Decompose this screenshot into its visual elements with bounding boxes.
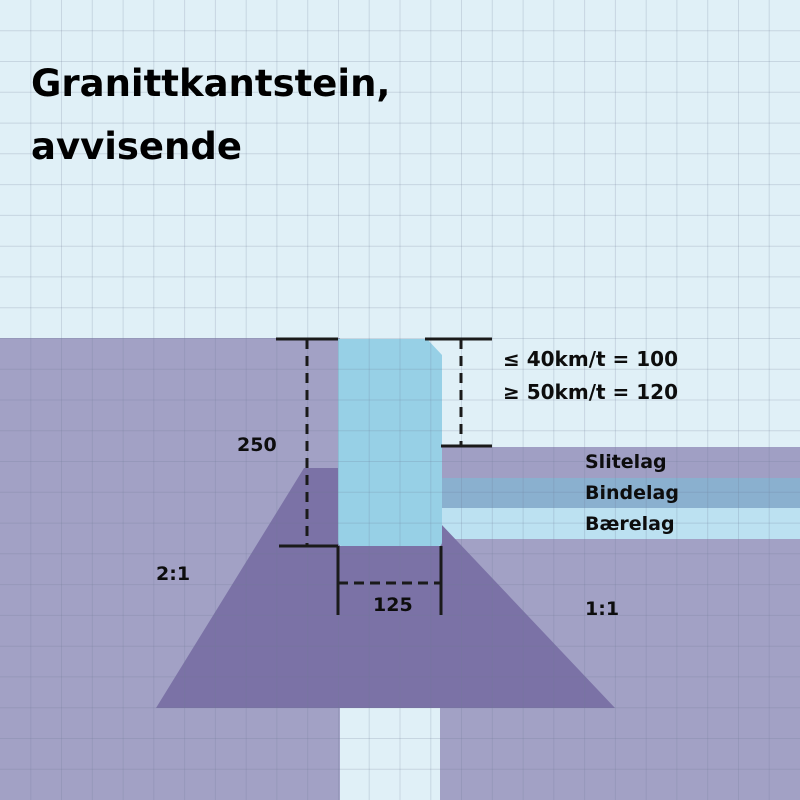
diagram-title: Granittkantstein, avvisende	[31, 52, 390, 178]
label-reveal-low-speed: ≤ 40km/t = 100	[503, 347, 678, 371]
label-layer-bindelag: Bindelag	[585, 482, 679, 504]
concrete-foundation	[156, 468, 615, 708]
label-slope-left: 2:1	[156, 563, 191, 585]
label-layer-baerelag: Bærelag	[585, 513, 675, 535]
granite-curb	[338, 339, 442, 546]
label-curb-width: 125	[373, 594, 413, 616]
label-curb-height: 250	[237, 434, 277, 456]
title-line-2: avvisende	[31, 125, 242, 168]
dimension-reveal	[425, 337, 492, 448]
label-slope-right: 1:1	[585, 598, 620, 620]
layer-slitelag	[440, 447, 800, 478]
layer-baerelag	[440, 508, 800, 539]
layer-bindelag	[440, 478, 800, 508]
dimension-width-125	[336, 546, 443, 615]
label-reveal-high-speed: ≥ 50km/t = 120	[503, 380, 678, 404]
title-line-1: Granittkantstein,	[31, 62, 391, 105]
dimension-height-250	[276, 337, 338, 548]
label-layer-slitelag: Slitelag	[585, 451, 667, 473]
